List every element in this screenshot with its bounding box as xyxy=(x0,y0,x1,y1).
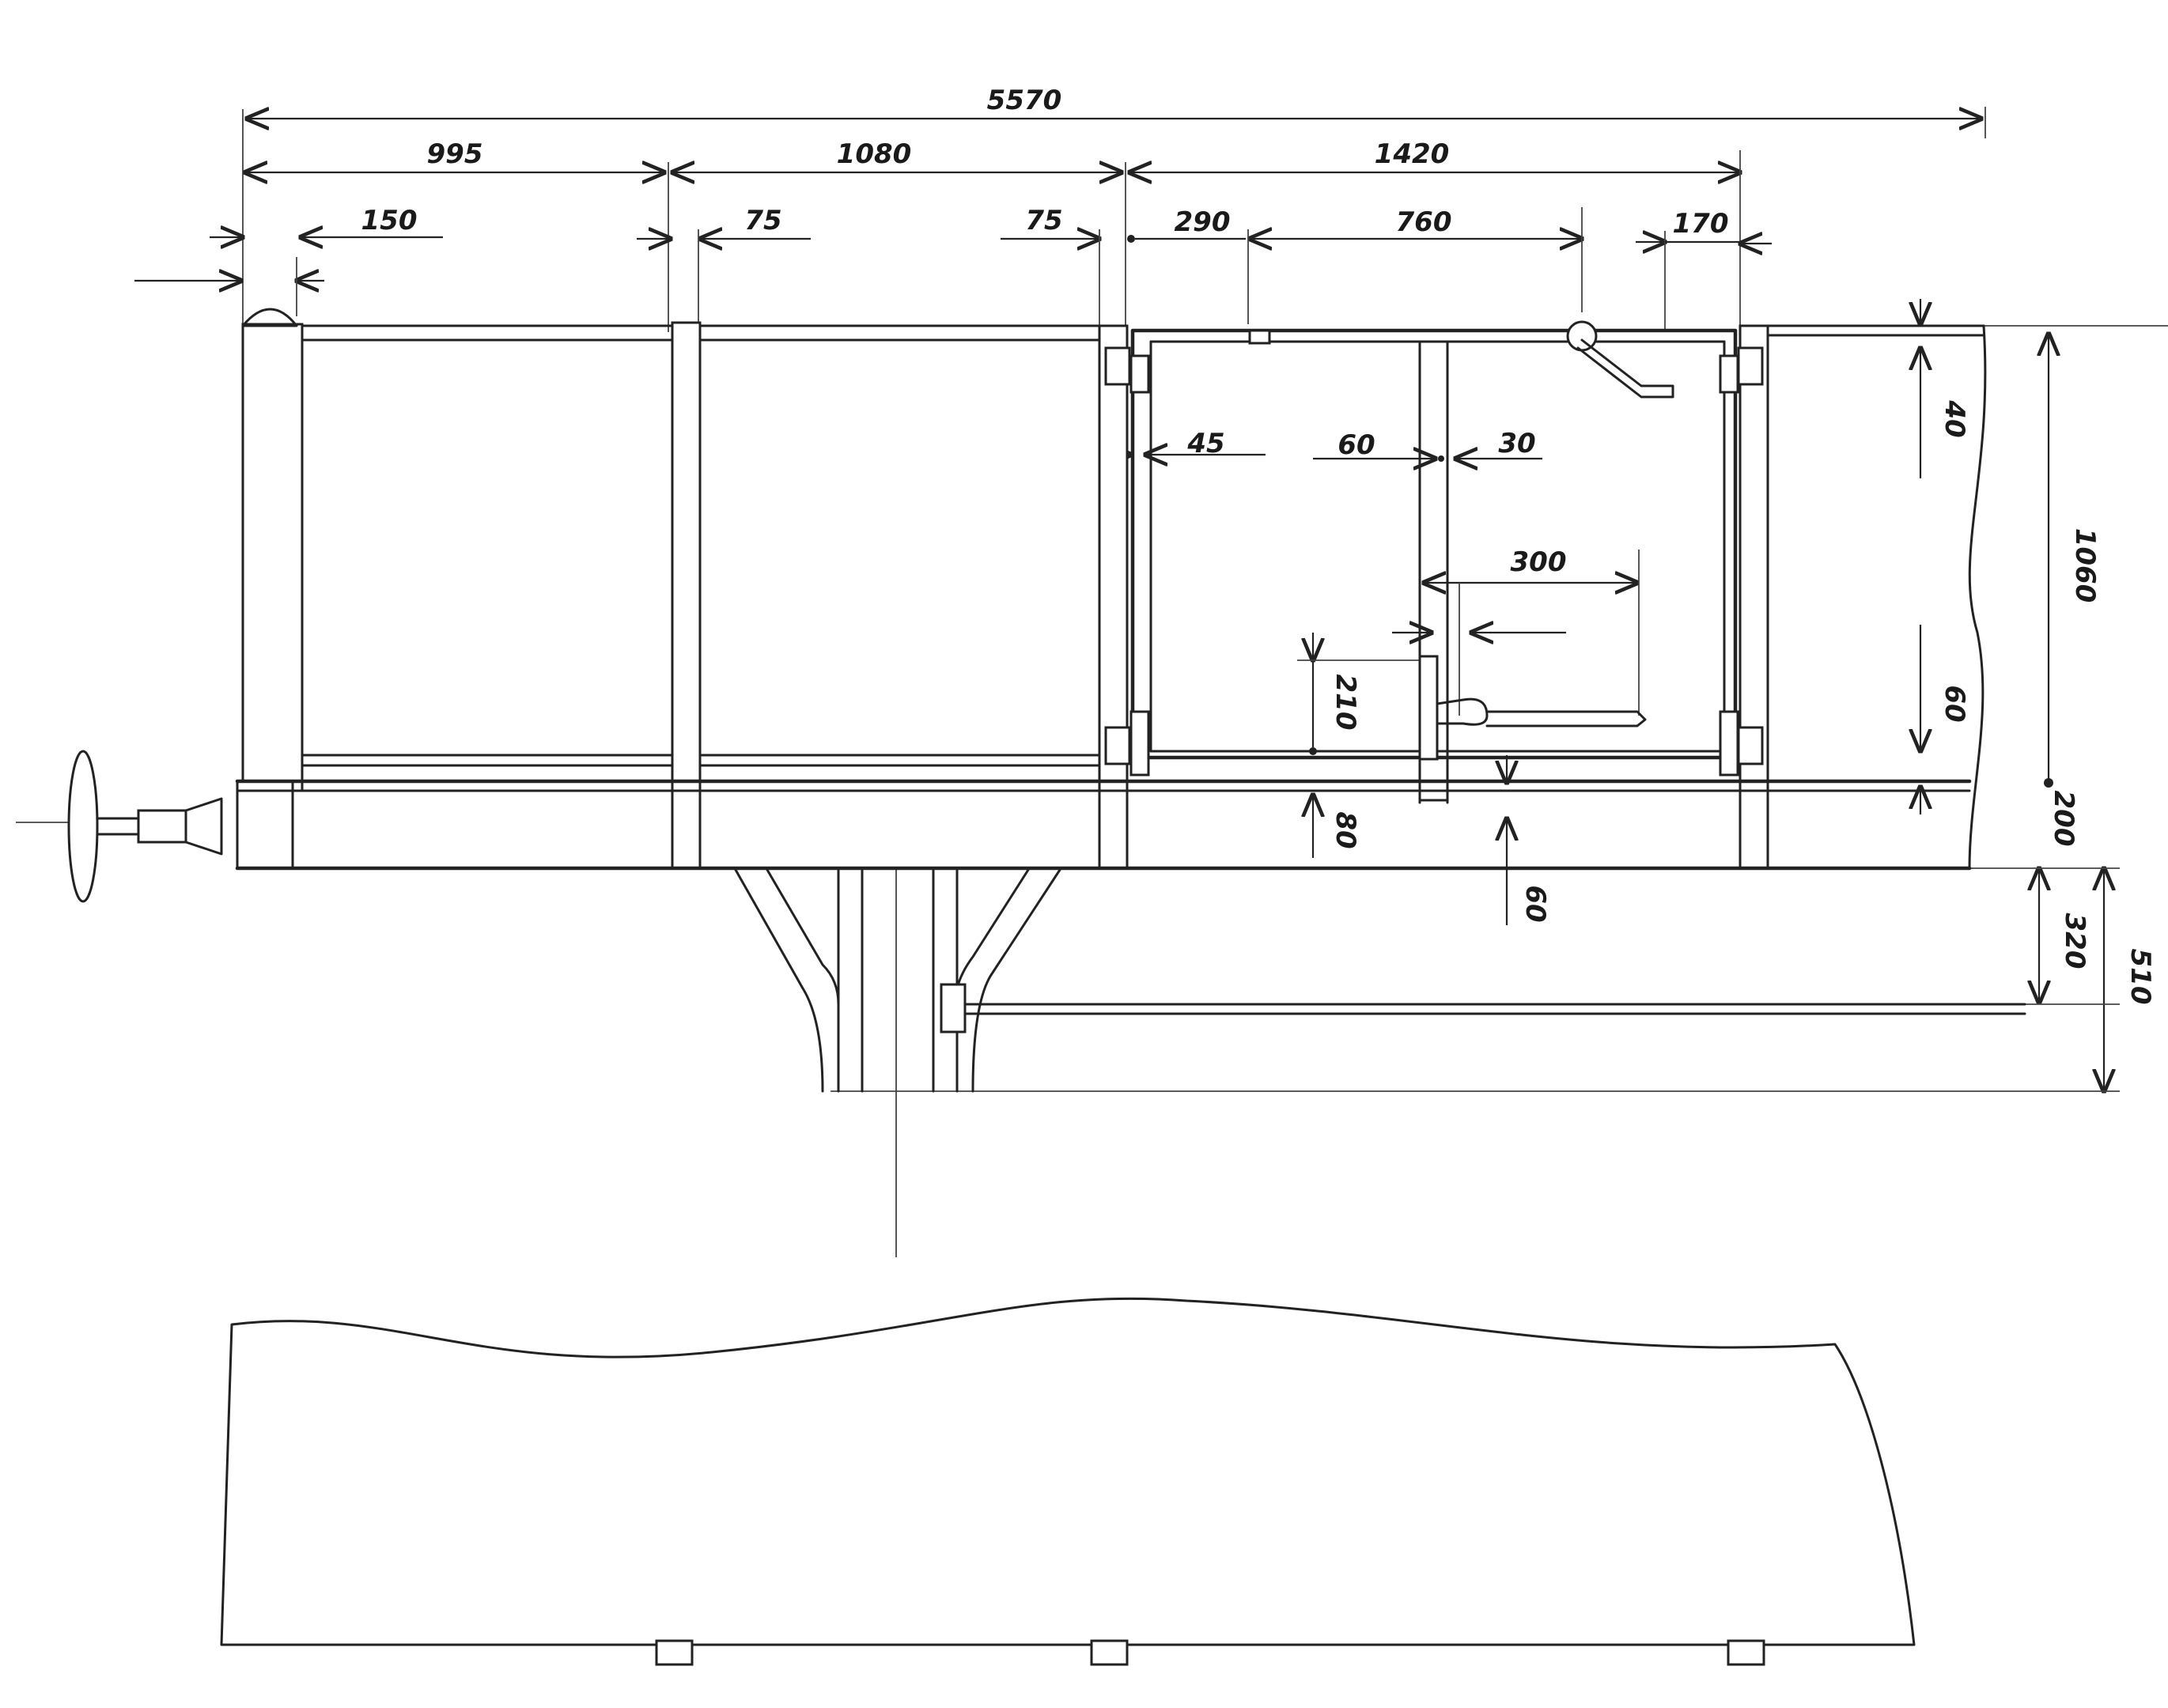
dim-760: 760 xyxy=(1396,206,1452,238)
dimension-lines xyxy=(16,107,2168,1257)
dim-60-bottom: 60 xyxy=(1519,885,1551,922)
dim-150: 150 xyxy=(361,205,418,236)
dim-40: 40 xyxy=(1939,399,1970,437)
dimension-labels: 5570 995 1080 1420 150 75 75 290 760 170… xyxy=(361,85,2156,1004)
dim-995: 995 xyxy=(427,138,483,170)
dim-290: 290 xyxy=(1175,206,1231,238)
dim-80: 80 xyxy=(1330,811,1361,848)
dim-60-top: 60 xyxy=(1338,429,1375,461)
dim-300: 300 xyxy=(1511,546,1567,578)
dim-320: 320 xyxy=(2059,913,2090,969)
dim-1420: 1420 xyxy=(1375,138,1450,170)
dim-75-right: 75 xyxy=(1025,205,1062,236)
frame-structure xyxy=(67,308,2026,1093)
dim-1060: 1060 xyxy=(2069,528,2101,603)
dim-200: 200 xyxy=(2048,791,2079,847)
dim-60-right: 60 xyxy=(1939,685,1970,722)
lower-view xyxy=(220,1297,1916,1666)
dim-30: 30 xyxy=(1498,428,1535,459)
dim-210: 210 xyxy=(1330,675,1361,731)
dim-510: 510 xyxy=(2124,949,2156,1005)
dim-75-left: 75 xyxy=(744,205,781,236)
dim-1080: 1080 xyxy=(837,138,912,170)
dim-45: 45 xyxy=(1186,428,1224,459)
dim-overall: 5570 xyxy=(987,85,1062,116)
dim-170: 170 xyxy=(1673,208,1729,240)
